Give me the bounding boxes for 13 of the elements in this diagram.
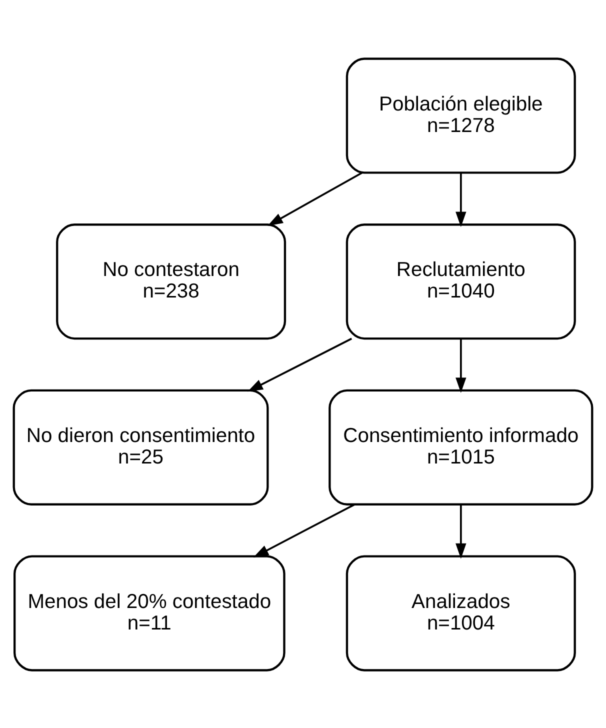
node-box: No contestaron n=238: [56, 223, 286, 340]
node-box: No dieron consentimiento n=25: [12, 388, 269, 505]
arrow: [456, 338, 466, 392]
arrow: [253, 503, 356, 557]
node-box: Menos del 20% contestado n=11: [14, 554, 286, 671]
arrow: [456, 172, 466, 227]
node-box: Reclutamiento n=1040: [346, 223, 576, 340]
arrow: [268, 171, 362, 226]
node-box: Consentimiento informado n=1015: [328, 388, 594, 505]
arrow: [456, 504, 466, 558]
arrow: [248, 337, 352, 392]
node-box: Analizados n=1004: [346, 554, 576, 671]
node-box: Población elegible n=1278: [346, 57, 576, 174]
